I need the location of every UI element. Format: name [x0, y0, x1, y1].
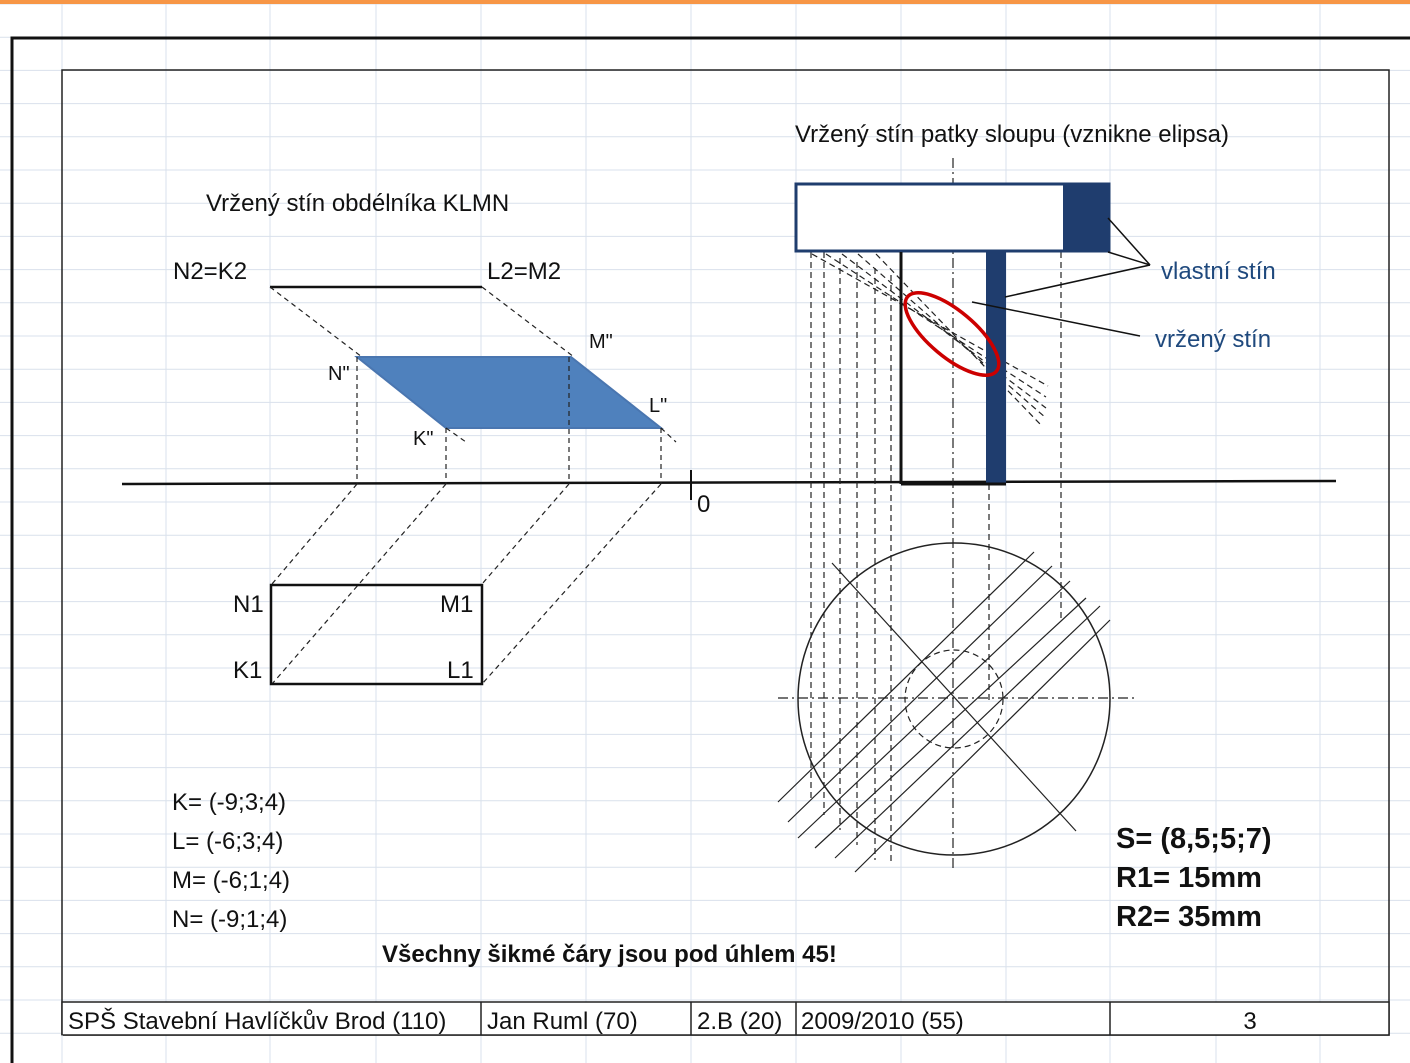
spec-s: S= (8,5;5;7)	[1116, 823, 1272, 855]
label-k-shadow: K"	[413, 428, 433, 450]
title-block	[61, 1001, 1390, 1063]
page-border	[10, 36, 1410, 1063]
rectangle-title: Vržený stín obdélníka KLMN	[206, 190, 509, 217]
title-block-frame	[61, 1001, 1390, 1036]
cast-shadow-ellipse	[903, 291, 1001, 377]
column-base-construction	[777, 158, 1151, 873]
base-slab-front	[794, 182, 1111, 253]
plan-rectangle-klmn	[269, 583, 484, 686]
coord-m: M= (-6;1;4)	[172, 867, 290, 894]
base-slab-own-shadow	[1063, 185, 1108, 250]
rectangle-shadow-construction	[269, 285, 677, 686]
column-own-shadow	[986, 252, 1006, 484]
footer-author: Jan Ruml (70)	[487, 1008, 638, 1035]
label-m-shadow: M"	[589, 331, 613, 353]
callout-leaders	[971, 217, 1151, 337]
projection-rays	[269, 286, 677, 685]
label-k1: K1	[233, 657, 262, 684]
window-accent-bar	[0, 0, 1410, 4]
plan-inner-circle	[904, 649, 1004, 749]
label-n2-k2: N2=K2	[173, 258, 247, 285]
label-l1: L1	[447, 657, 474, 684]
label-l2-m2: L2=M2	[487, 258, 561, 285]
cast-shadow-parallelogram	[354, 356, 664, 429]
footer-year: 2009/2010 (55)	[801, 1008, 964, 1035]
column-base-title: Vržený stín patky sloupu (vznikne elipsa…	[795, 121, 1229, 148]
plan-outer-circle	[797, 542, 1111, 856]
diagonal-shadow-rays	[811, 253, 1049, 425]
callout-own-shadow: vlastní stín	[1161, 258, 1276, 285]
spec-r2: R2= 35mm	[1116, 901, 1262, 933]
coord-k: K= (-9;3;4)	[172, 789, 286, 816]
spec-r1: R1= 15mm	[1116, 862, 1262, 894]
ground-line	[121, 479, 1337, 486]
footer-class: 2.B (20)	[697, 1008, 782, 1035]
footer-school: SPŠ Stavební Havlíčkův Brod (110)	[68, 1007, 446, 1035]
label-origin: 0	[697, 491, 710, 518]
plan-diagonal-lines	[777, 551, 1111, 873]
label-m1: M1	[440, 591, 473, 618]
callout-cast-shadow: vržený stín	[1155, 326, 1271, 353]
coord-n: N= (-9;1;4)	[172, 906, 287, 933]
label-n-shadow: N"	[328, 363, 350, 385]
label-n1: N1	[233, 591, 264, 618]
note-45-degrees: Všechny šikmé čáry jsou pod úhlem 45!	[382, 941, 837, 968]
footer-page-number: 3	[1243, 1008, 1256, 1035]
label-l-shadow: L"	[649, 395, 667, 417]
coord-l: L= (-6;3;4)	[172, 828, 283, 855]
